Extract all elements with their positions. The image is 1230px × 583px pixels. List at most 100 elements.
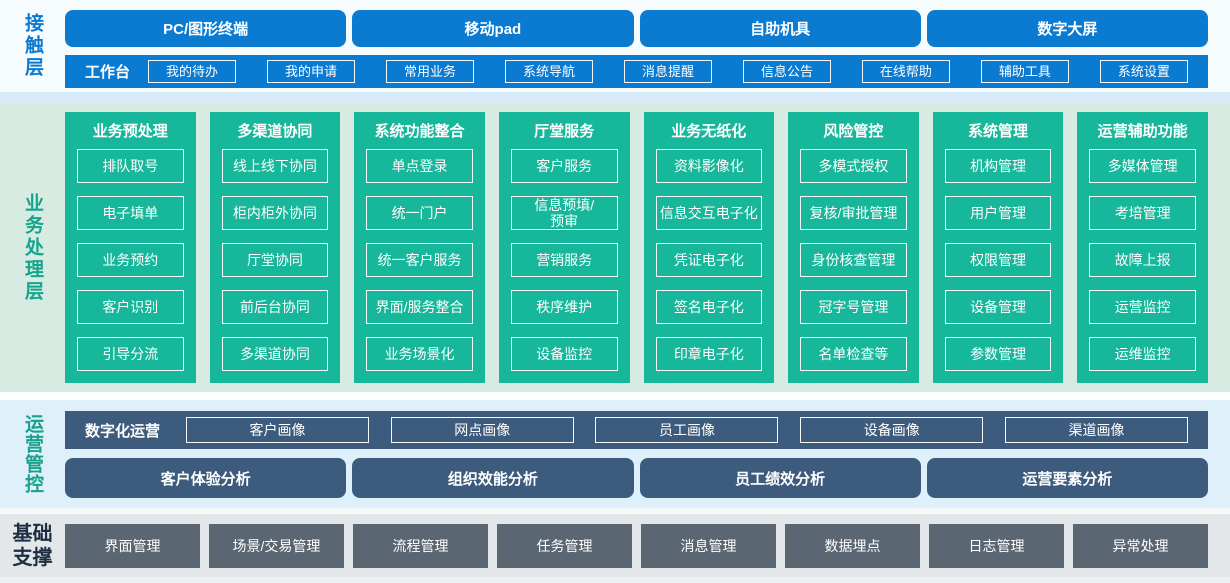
terminal-button-selfservice[interactable]: 自助机具 xyxy=(639,10,921,47)
workbench-item-common-business[interactable]: 常用业务 xyxy=(385,60,474,83)
column-item[interactable]: 多模式授权 xyxy=(800,149,907,183)
analysis-row: 客户体验分析 组织效能分析 员工绩效分析 运营要素分析 xyxy=(65,458,1208,498)
column-item[interactable]: 参数管理 xyxy=(944,337,1052,371)
foundation-ui-management[interactable]: 界面管理 xyxy=(65,523,200,568)
column-item[interactable]: 秩序维护 xyxy=(510,290,618,324)
section-divider xyxy=(0,92,1230,103)
column-item[interactable]: 排队取号 xyxy=(77,149,184,183)
foundation-data-tracking[interactable]: 数据埋点 xyxy=(785,523,920,568)
column-items: 客户服务 信息预填/ 预审 营销服务 秩序维护 设备监控 xyxy=(510,149,618,371)
column-item[interactable]: 柜内柜外协同 xyxy=(221,196,329,230)
column-item[interactable]: 复核/审批管理 xyxy=(800,196,907,230)
business-columns: 业务预处理 排队取号 电子填单 业务预约 客户识别 引导分流 多渠道协同 线上线… xyxy=(65,112,1208,383)
analysis-org-efficiency[interactable]: 组织效能分析 xyxy=(352,458,634,498)
column-title: 系统管理 xyxy=(968,123,1029,140)
foundation-exception-handling[interactable]: 异常处理 xyxy=(1073,523,1208,568)
workbench-bar: 工作台 我的待办 我的申请 常用业务 系统导航 消息提醒 信息公告 在线帮助 辅… xyxy=(65,55,1208,88)
contact-layer-label-col: 接触层 xyxy=(0,0,65,92)
column-items: 机构管理 用户管理 权限管理 设备管理 参数管理 xyxy=(944,149,1052,371)
column-item[interactable]: 业务场景化 xyxy=(366,337,473,371)
contact-layer-band: 接触层 PC/图形终端 移动pad 自助机具 数字大屏 工作台 我的待办 我的申… xyxy=(0,0,1230,92)
column-item[interactable]: 前后台协同 xyxy=(221,290,329,324)
business-layer-label-col: 业务处理层 xyxy=(0,103,65,392)
column-item[interactable]: 权限管理 xyxy=(944,243,1052,277)
workbench-item-online-help[interactable]: 在线帮助 xyxy=(861,60,950,83)
analysis-employee-performance[interactable]: 员工绩效分析 xyxy=(639,458,921,498)
foundation-log-management[interactable]: 日志管理 xyxy=(929,523,1064,568)
column-item[interactable]: 客户服务 xyxy=(510,149,618,183)
column-item[interactable]: 机构管理 xyxy=(944,149,1052,183)
portrait-item-employee[interactable]: 员工画像 xyxy=(595,417,779,443)
column-item[interactable]: 线上线下协同 xyxy=(221,149,329,183)
column-item[interactable]: 名单检查等 xyxy=(800,337,907,371)
column-title: 风险管控 xyxy=(823,123,884,140)
column-item[interactable]: 多渠道协同 xyxy=(221,337,329,371)
column-item[interactable]: 运营监控 xyxy=(1089,290,1196,324)
portrait-item-customer[interactable]: 客户画像 xyxy=(186,417,370,443)
workbench-item-system-settings[interactable]: 系统设置 xyxy=(1099,60,1188,83)
column-multichannel: 多渠道协同 线上线下协同 柜内柜外协同 厅堂协同 前后台协同 多渠道协同 xyxy=(209,112,341,383)
digital-operation-label: 数字化运营 xyxy=(85,422,161,440)
column-item[interactable]: 签名电子化 xyxy=(655,290,763,324)
column-item[interactable]: 凭证电子化 xyxy=(655,243,763,277)
workbench-item-announcements[interactable]: 信息公告 xyxy=(742,60,831,83)
foundation-task-management[interactable]: 任务管理 xyxy=(497,523,632,568)
column-item[interactable]: 信息交互电子化 xyxy=(655,196,763,230)
column-item[interactable]: 统一客户服务 xyxy=(366,243,473,277)
section-divider xyxy=(0,392,1230,400)
column-item[interactable]: 考培管理 xyxy=(1089,196,1196,230)
workbench-item-applications[interactable]: 我的申请 xyxy=(267,60,356,83)
foundation-process-management[interactable]: 流程管理 xyxy=(353,523,488,568)
digital-operation-bar: 数字化运营 客户画像 网点画像 员工画像 设备画像 渠道画像 xyxy=(65,411,1208,449)
column-preprocess: 业务预处理 排队取号 电子填单 业务预约 客户识别 引导分流 xyxy=(65,112,196,383)
terminal-button-pc[interactable]: PC/图形终端 xyxy=(65,10,347,47)
column-item[interactable]: 冠字号管理 xyxy=(800,290,907,324)
workbench-item-todo[interactable]: 我的待办 xyxy=(148,60,237,83)
terminal-button-pad[interactable]: 移动pad xyxy=(352,10,634,47)
operation-layer-label-col: 运营管控 xyxy=(0,400,65,508)
operation-layer-content: 数字化运营 客户画像 网点画像 员工画像 设备画像 渠道画像 客户体验分析 组织… xyxy=(65,400,1230,508)
column-item[interactable]: 界面/服务整合 xyxy=(366,290,473,324)
section-divider xyxy=(0,508,1230,514)
column-item[interactable]: 故障上报 xyxy=(1089,243,1196,277)
column-item[interactable]: 资料影像化 xyxy=(655,149,763,183)
column-title: 系统功能整合 xyxy=(374,123,465,140)
column-item[interactable]: 客户识别 xyxy=(77,290,184,324)
workbench-item-navigation[interactable]: 系统导航 xyxy=(504,60,593,83)
column-item[interactable]: 单点登录 xyxy=(366,149,473,183)
column-item[interactable]: 厅堂协同 xyxy=(221,243,329,277)
section-divider xyxy=(0,577,1230,583)
column-item[interactable]: 设备管理 xyxy=(944,290,1052,324)
column-item[interactable]: 用户管理 xyxy=(944,196,1052,230)
portrait-item-branch[interactable]: 网点画像 xyxy=(390,417,574,443)
workbench-item-aux-tools[interactable]: 辅助工具 xyxy=(980,60,1069,83)
column-item[interactable]: 电子填单 xyxy=(77,196,184,230)
operation-layer-band: 运营管控 数字化运营 客户画像 网点画像 员工画像 设备画像 渠道画像 客户体验… xyxy=(0,400,1230,508)
workbench-label: 工作台 xyxy=(85,64,131,81)
column-item[interactable]: 引导分流 xyxy=(77,337,184,371)
column-item[interactable]: 统一门户 xyxy=(366,196,473,230)
column-item[interactable]: 业务预约 xyxy=(77,243,184,277)
column-item[interactable]: 营销服务 xyxy=(510,243,618,277)
column-items: 多模式授权 复核/审批管理 身份核查管理 冠字号管理 名单检查等 xyxy=(800,149,907,371)
workbench-item-message-alerts[interactable]: 消息提醒 xyxy=(623,60,712,83)
column-item[interactable]: 身份核查管理 xyxy=(800,243,907,277)
analysis-ops-elements[interactable]: 运营要素分析 xyxy=(926,458,1208,498)
analysis-customer-experience[interactable]: 客户体验分析 xyxy=(65,458,347,498)
portrait-item-channel[interactable]: 渠道画像 xyxy=(1004,417,1188,443)
column-title: 厅堂服务 xyxy=(534,123,595,140)
foundation-layer-label-col: 基础支撑 xyxy=(0,514,65,577)
column-item[interactable]: 信息预填/ 预审 xyxy=(510,196,618,230)
terminal-button-bigscreen[interactable]: 数字大屏 xyxy=(926,10,1208,47)
foundation-scene-transaction[interactable]: 场景/交易管理 xyxy=(209,523,344,568)
terminal-row: PC/图形终端 移动pad 自助机具 数字大屏 xyxy=(65,10,1208,47)
foundation-row: 界面管理 场景/交易管理 流程管理 任务管理 消息管理 数据埋点 日志管理 异常… xyxy=(65,523,1208,568)
column-system-management: 系统管理 机构管理 用户管理 权限管理 设备管理 参数管理 xyxy=(932,112,1064,383)
column-item[interactable]: 印章电子化 xyxy=(655,337,763,371)
column-item[interactable]: 多媒体管理 xyxy=(1089,149,1196,183)
portrait-item-device[interactable]: 设备画像 xyxy=(800,417,984,443)
column-item[interactable]: 设备监控 xyxy=(510,337,618,371)
foundation-message-management[interactable]: 消息管理 xyxy=(641,523,776,568)
column-item[interactable]: 运维监控 xyxy=(1089,337,1196,371)
column-title: 业务预处理 xyxy=(92,123,168,140)
